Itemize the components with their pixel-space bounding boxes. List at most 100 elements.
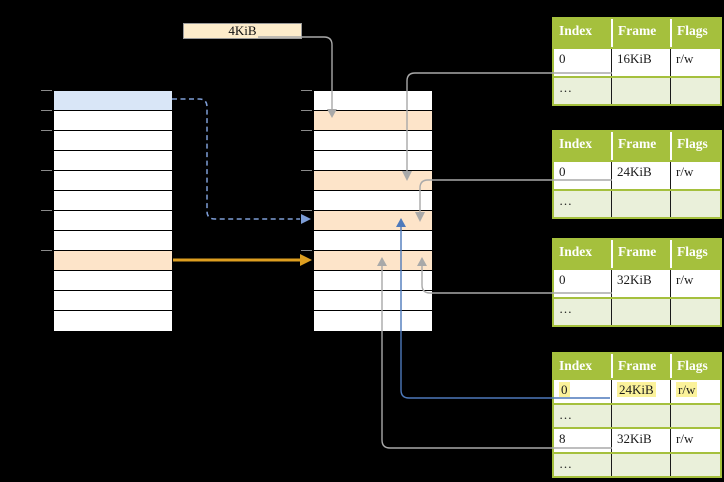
page-size-label: 4KiB	[183, 23, 302, 39]
address-tick	[301, 250, 312, 251]
address-tick	[41, 250, 52, 251]
address-tick	[41, 210, 52, 211]
page-table-header-cell: Flags	[670, 240, 720, 268]
page-table-header-cell: Index	[559, 136, 593, 151]
memory-cell-white	[314, 231, 432, 251]
page-table-cell: 24KiB	[611, 380, 670, 403]
page-table-cell	[670, 190, 720, 217]
memory-cell-white	[54, 111, 172, 131]
address-tick	[301, 210, 312, 211]
page-table-header-cell: Index	[559, 244, 593, 259]
memory-cell-white	[54, 271, 172, 291]
physical-memory-column	[313, 90, 433, 332]
memory-cell-white	[314, 271, 432, 291]
page-table-header-cell: Flags	[670, 354, 720, 378]
page-table-header-cell: Frame	[611, 240, 670, 268]
page-table-row: …	[554, 402, 720, 427]
memory-cell-white	[314, 311, 432, 331]
address-tick	[41, 170, 52, 171]
memory-cell-orange	[54, 251, 172, 271]
arrow-virtual-blue-dashed	[172, 98, 300, 220]
page-table-cell: 0	[559, 51, 566, 66]
memory-cell-blue	[54, 91, 172, 111]
memory-cell-white	[54, 211, 172, 231]
memory-cell-orange	[314, 211, 432, 231]
page-table-cell: r/w	[670, 270, 720, 297]
page-table-cell: 0	[559, 272, 566, 287]
page-table-header-cell: Frame	[611, 19, 670, 47]
memory-cell-white	[314, 291, 432, 311]
page-table-cell	[611, 190, 670, 217]
page-table-row: …	[554, 451, 720, 476]
page-table-row: …	[554, 188, 720, 217]
address-tick	[301, 110, 312, 111]
address-tick	[301, 170, 312, 171]
page-table-header-cell: Index	[559, 23, 593, 38]
page-table-header-cell: Flags	[670, 19, 720, 47]
page-table-cell: 0	[554, 380, 611, 403]
address-tick	[41, 90, 52, 91]
address-tick	[301, 130, 312, 131]
memory-cell-white	[314, 131, 432, 151]
memory-cell-orange	[314, 251, 432, 271]
memory-cell-white	[54, 191, 172, 211]
page-table-cell	[611, 77, 670, 104]
page-table-header-cell: Index	[559, 358, 593, 373]
page-table-cell: 8	[559, 431, 566, 446]
page-table-cell	[611, 404, 670, 427]
memory-cell-white	[54, 131, 172, 151]
page-table-cell: r/w	[670, 49, 720, 76]
page-table-cell: …	[559, 192, 572, 208]
address-tick	[41, 110, 52, 111]
address-tick	[41, 130, 52, 131]
page-table-header-cell: Frame	[611, 354, 670, 378]
page-table-cell: r/w	[670, 429, 720, 452]
page-table-cell: r/w	[670, 380, 720, 403]
memory-cell-white	[54, 171, 172, 191]
page-table-cell: …	[559, 406, 572, 422]
page-table-cell	[611, 298, 670, 325]
page-table-cell	[670, 77, 720, 104]
memory-cell-white	[314, 91, 432, 111]
page-table-cell	[670, 298, 720, 325]
page-table-header-cell: Frame	[611, 132, 670, 160]
page-table-header-cell: Flags	[670, 132, 720, 160]
page-table-row: …	[554, 296, 720, 325]
arrowhead-right-icon	[301, 214, 311, 224]
memory-cell-white	[314, 151, 432, 171]
memory-cell-white	[54, 151, 172, 171]
page-table-cell: …	[559, 79, 572, 95]
address-tick	[301, 90, 312, 91]
page-table-cell: …	[559, 300, 572, 316]
arrowhead-right-icon	[300, 254, 312, 266]
page-table-cell: 32KiB	[611, 270, 670, 297]
memory-cell-white	[314, 191, 432, 211]
memory-cell-white	[54, 311, 172, 331]
highlighted-value: 24KiB	[617, 382, 656, 397]
memory-cell-white	[54, 231, 172, 251]
page-table-cell	[670, 453, 720, 476]
virtual-memory-column	[53, 90, 173, 332]
page-table-cell	[611, 453, 670, 476]
page-table-cell	[670, 404, 720, 427]
page-table-row: 0 24KiB r/w	[554, 378, 720, 403]
page-table-cell: 32KiB	[611, 429, 670, 452]
page-table-row: …	[554, 75, 720, 104]
page-table-cell: 0	[559, 164, 566, 179]
highlighted-value: 0	[559, 382, 570, 397]
page-table-cell: r/w	[670, 162, 720, 189]
page-table-cell: …	[559, 455, 572, 471]
page-table-cell: 16KiB	[611, 49, 670, 76]
page-table-cell: 24KiB	[611, 162, 670, 189]
